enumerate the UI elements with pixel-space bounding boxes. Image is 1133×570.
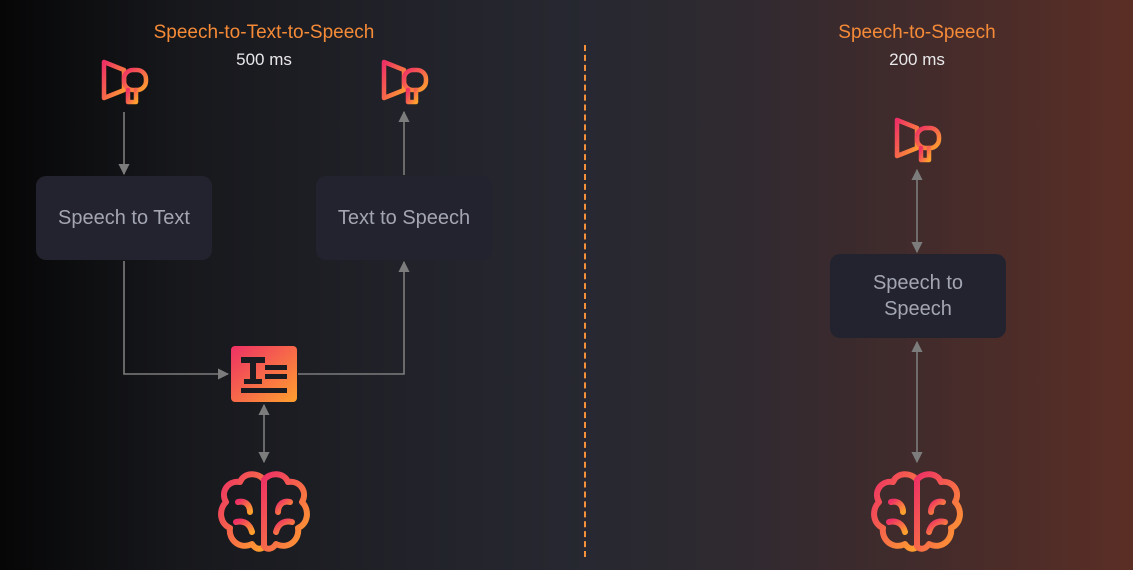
speech-to-text-box: Speech to Text (36, 176, 212, 260)
left-title: Speech-to-Text-to-Speech (153, 22, 375, 43)
megaphone-icon (894, 117, 942, 163)
megaphone-icon (101, 59, 149, 105)
text-document-icon (231, 346, 297, 402)
arrow-stt-to-doc (123, 261, 230, 380)
left-latency: 500 ms (236, 50, 292, 69)
speech-to-speech-box: Speech to Speech (830, 254, 1006, 338)
brain-icon (871, 471, 963, 552)
divider (584, 45, 586, 557)
text-to-speech-box: Text to Speech (316, 176, 492, 260)
arrow-doc-to-tts (298, 260, 410, 375)
right-title: Speech-to-Speech (838, 22, 996, 43)
megaphone-icon (381, 59, 429, 105)
brain-icon (218, 471, 310, 552)
right-latency: 200 ms (889, 50, 945, 69)
